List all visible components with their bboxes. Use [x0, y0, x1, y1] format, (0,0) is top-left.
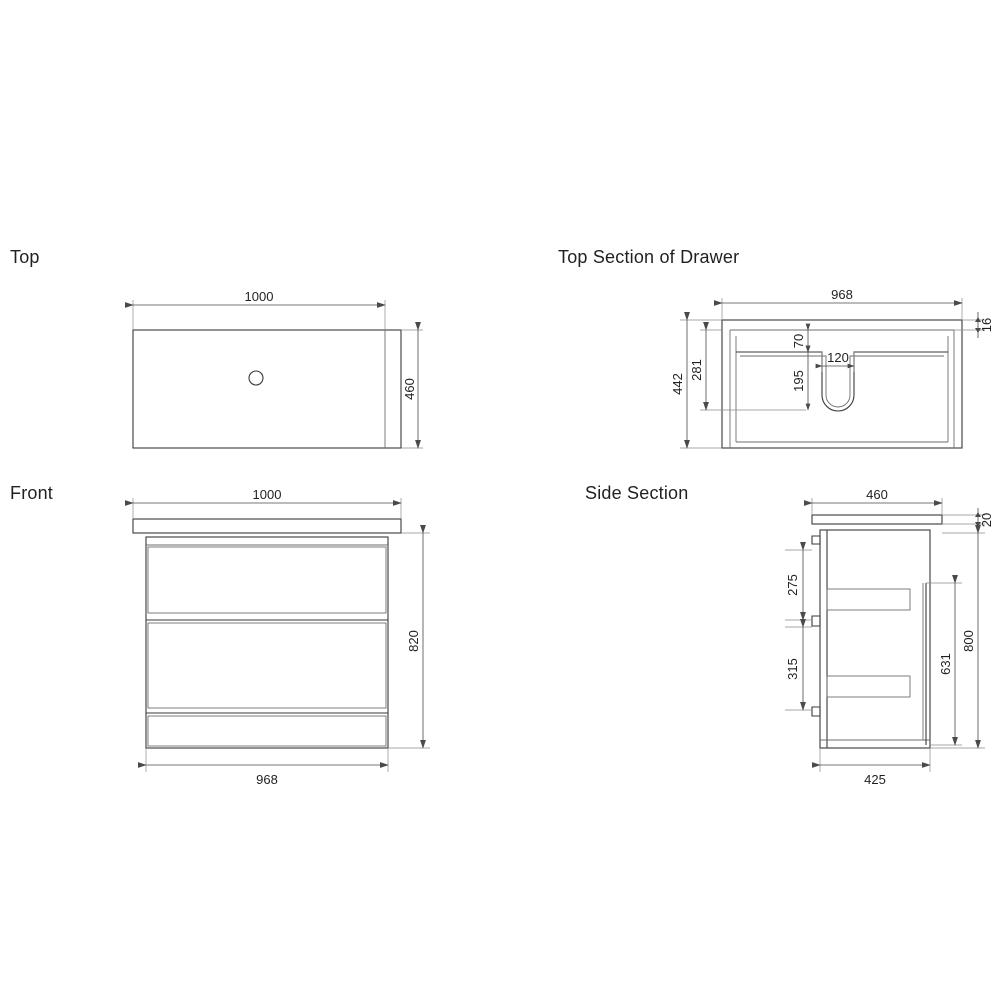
ts-width-label: 968 — [831, 287, 853, 302]
side-handle-lip-middle — [811, 615, 821, 627]
front-body-width-label: 968 — [256, 772, 278, 787]
side-inner-height-label: 631 — [938, 653, 953, 675]
ts-wall-arrow-bottom — [975, 328, 981, 333]
view-front: 1000 820 968 — [124, 487, 430, 787]
front-countertop — [132, 518, 402, 534]
view-top-section-of-drawer: 968 16 442 281 70 195 — [670, 287, 994, 449]
view-title-top-section-of-drawer: Top Section of Drawer — [558, 247, 740, 267]
side-handle-lip-top — [811, 535, 821, 545]
view-top: 1000 460 — [124, 289, 423, 449]
view-title-front: Front — [10, 483, 54, 503]
side-drawer1-label: 275 — [785, 574, 800, 596]
side-cabinet-body — [819, 529, 931, 749]
top-width-label: 1000 — [245, 289, 274, 304]
side-top-thickness-label: 20 — [979, 513, 994, 527]
side-top-thickness-arrow-bottom — [975, 522, 981, 527]
side-total-height-label: 800 — [961, 630, 976, 652]
view-side-section: 460 20 275 315 631 — [785, 487, 994, 787]
front-drawer-2-face — [147, 622, 387, 709]
side-top-thickness-arrow-top — [975, 512, 981, 517]
front-height-label: 820 — [406, 630, 421, 652]
tap-hole — [248, 370, 264, 386]
ts-depth-outer-label: 442 — [670, 373, 685, 395]
ts-wall-label: 16 — [979, 318, 994, 332]
ts-notch-width-label: 120 — [827, 350, 849, 365]
side-body-depth-label: 425 — [864, 772, 886, 787]
side-handle-lip-bottom — [811, 706, 821, 717]
ts-wall-arrow-top — [975, 317, 981, 322]
front-plinth — [147, 715, 387, 747]
side-drawer2-label: 315 — [785, 658, 800, 680]
ts-depth-inner-label: 281 — [689, 359, 704, 381]
drawer-box-u-cutout-inner — [740, 355, 944, 408]
ts-notch-depth-label: 195 — [791, 370, 806, 392]
view-title-side-section: Side Section — [585, 483, 689, 503]
front-cabinet-body — [145, 536, 389, 749]
front-top-width-label: 1000 — [253, 487, 282, 502]
top-countertop-outline — [132, 329, 402, 449]
ts-notch-top-label: 70 — [791, 334, 806, 348]
side-top-depth-label: 460 — [866, 487, 888, 502]
top-depth-label: 460 — [402, 378, 417, 400]
drawer-box-u-cutout-outer — [736, 351, 948, 412]
side-drawer-1-box — [826, 588, 911, 611]
front-drawer-1-face — [147, 546, 387, 614]
side-drawer-2-box — [826, 675, 911, 698]
drawer-carcass-outline — [721, 319, 963, 449]
side-countertop — [811, 514, 943, 525]
view-title-top: Top — [10, 247, 40, 267]
